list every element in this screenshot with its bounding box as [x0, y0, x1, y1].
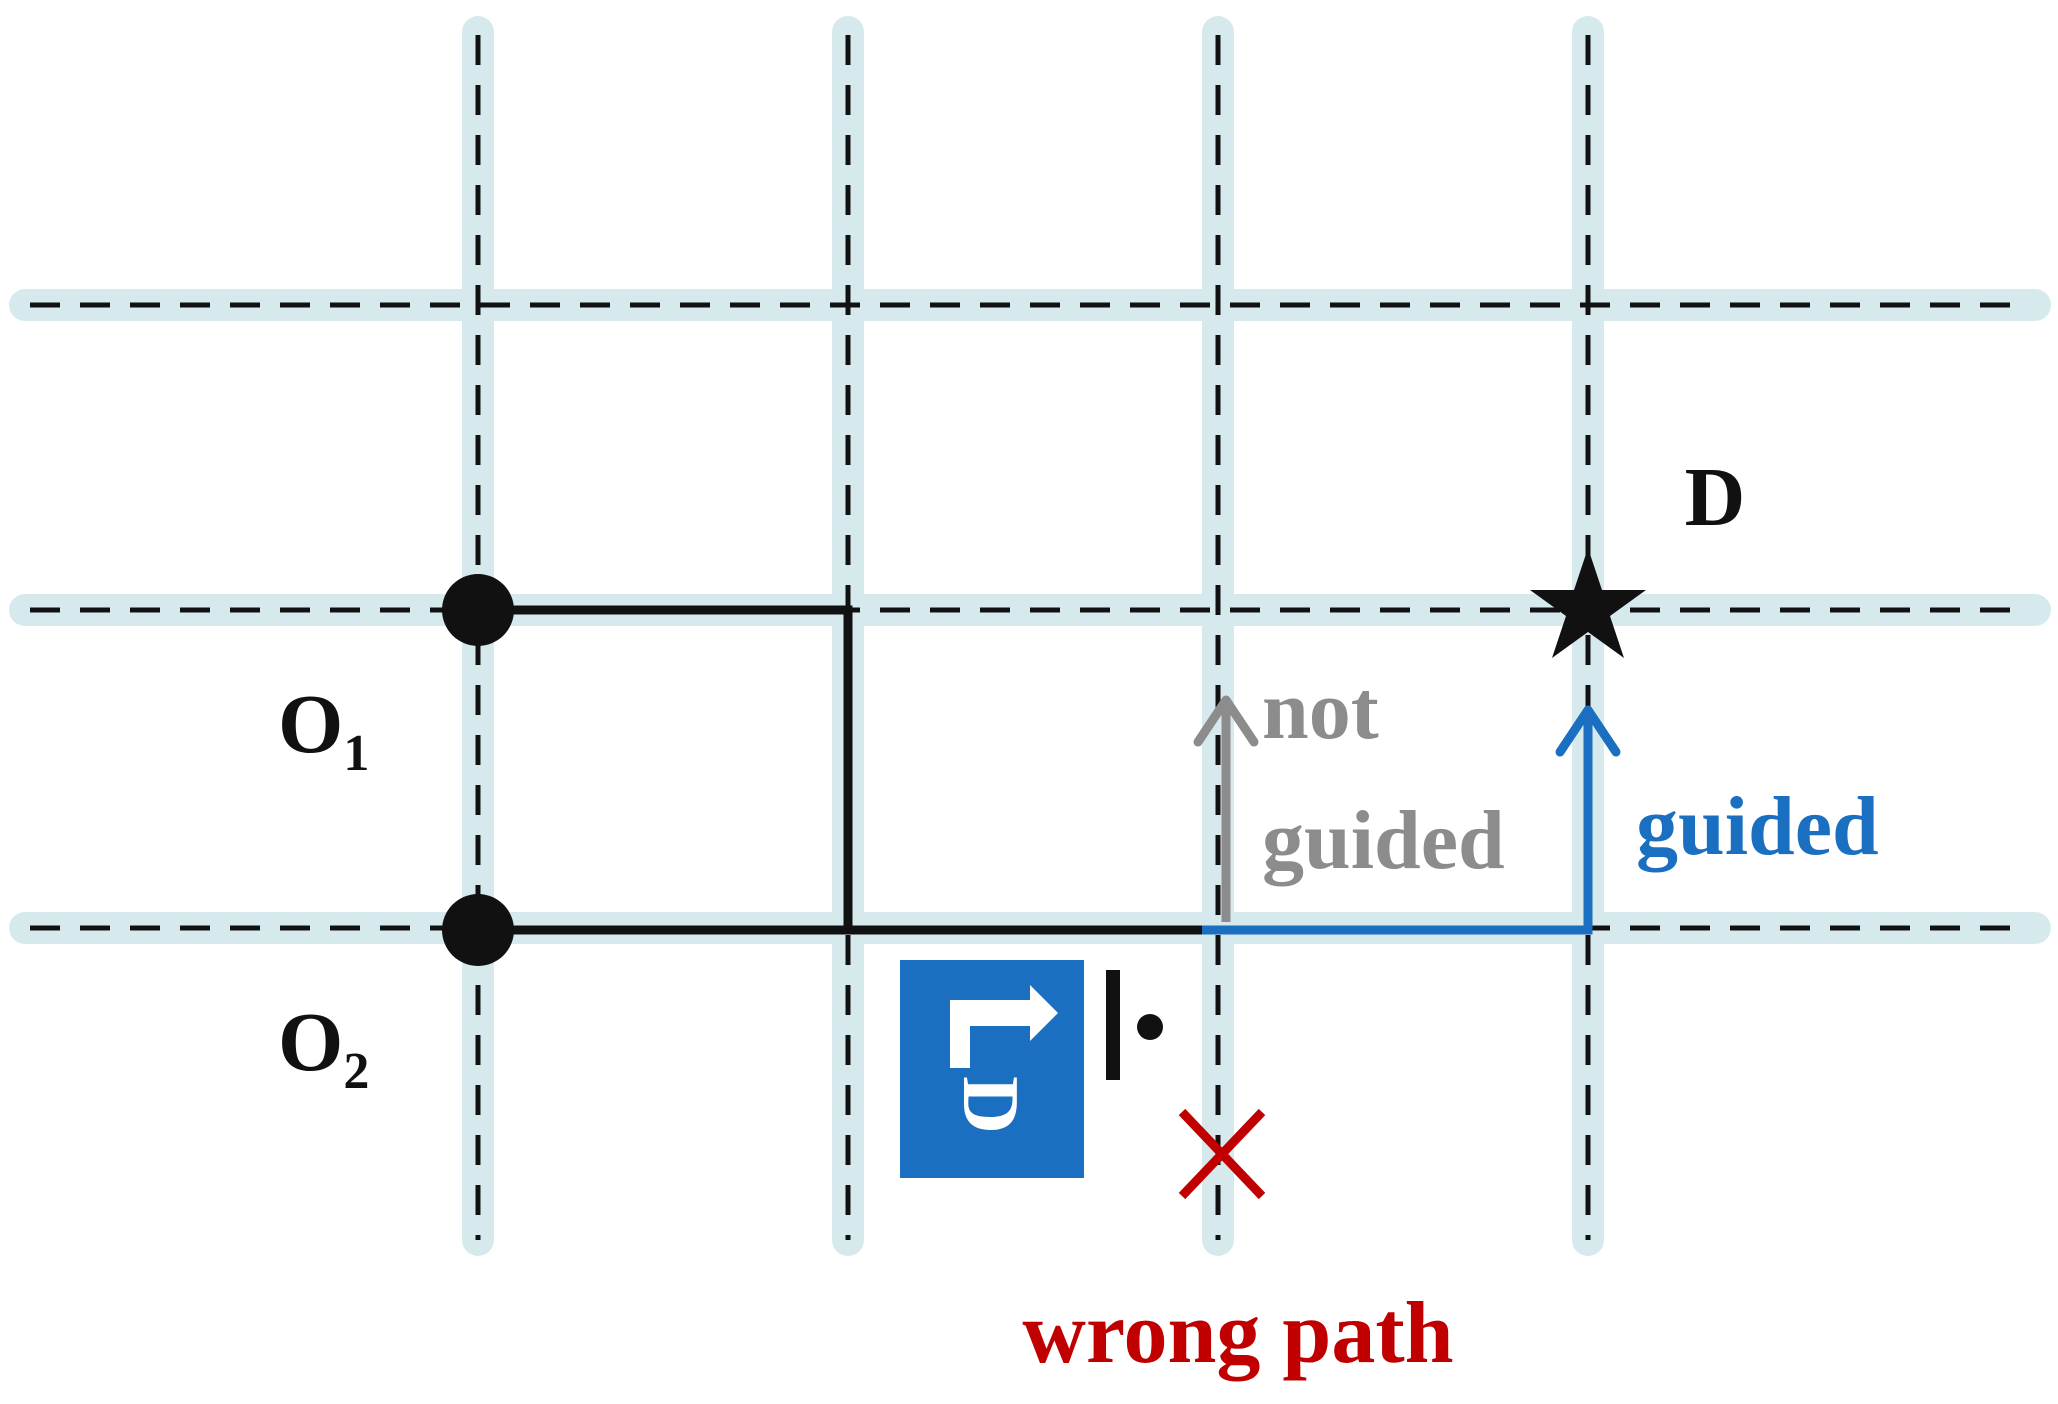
- destination-label: D: [1685, 451, 1746, 544]
- origin-o1-letter: O: [278, 678, 343, 771]
- origin-o2-marker: [442, 894, 514, 966]
- cross-icon: [1178, 1108, 1266, 1200]
- arrow-up-icon: [1193, 695, 1259, 747]
- cross-stroke-2: [1178, 1108, 1266, 1200]
- not-guided-label-line1: not: [1262, 664, 1379, 757]
- origin-o1-label: O1: [278, 678, 369, 782]
- sensor-bar: [1106, 970, 1120, 1080]
- guided-path: [1202, 710, 1593, 935]
- sensor-icon: [1106, 970, 1163, 1080]
- wrong-path-label: wrong path: [1022, 1285, 1453, 1382]
- sensor-dot: [1137, 1014, 1163, 1040]
- star-icon: [1530, 548, 1646, 658]
- origin-o2-subscript: 2: [343, 1043, 369, 1100]
- sign-arrow-tail: [950, 1026, 970, 1068]
- sign-panel: [900, 960, 1084, 1178]
- origin-o1-marker: [442, 574, 514, 646]
- origin-o1-subscript: 1: [343, 725, 369, 782]
- guided-route: [1202, 705, 1621, 935]
- not-guided-route: [1193, 695, 1259, 922]
- guided-label: guided: [1636, 780, 1879, 873]
- origin-paths: [478, 605, 1202, 935]
- sign-arrow-icon: [950, 985, 1058, 1041]
- origin-o2-letter: O: [278, 996, 343, 1089]
- arrow-up-icon: [1555, 705, 1621, 757]
- sign-letter: D: [946, 1076, 1034, 1134]
- not-guided-label-line2: guided: [1262, 794, 1505, 887]
- path-from-o1: [478, 605, 853, 930]
- origin-o2-label: O2: [278, 996, 369, 1100]
- direction-sign-icon: D: [900, 960, 1084, 1178]
